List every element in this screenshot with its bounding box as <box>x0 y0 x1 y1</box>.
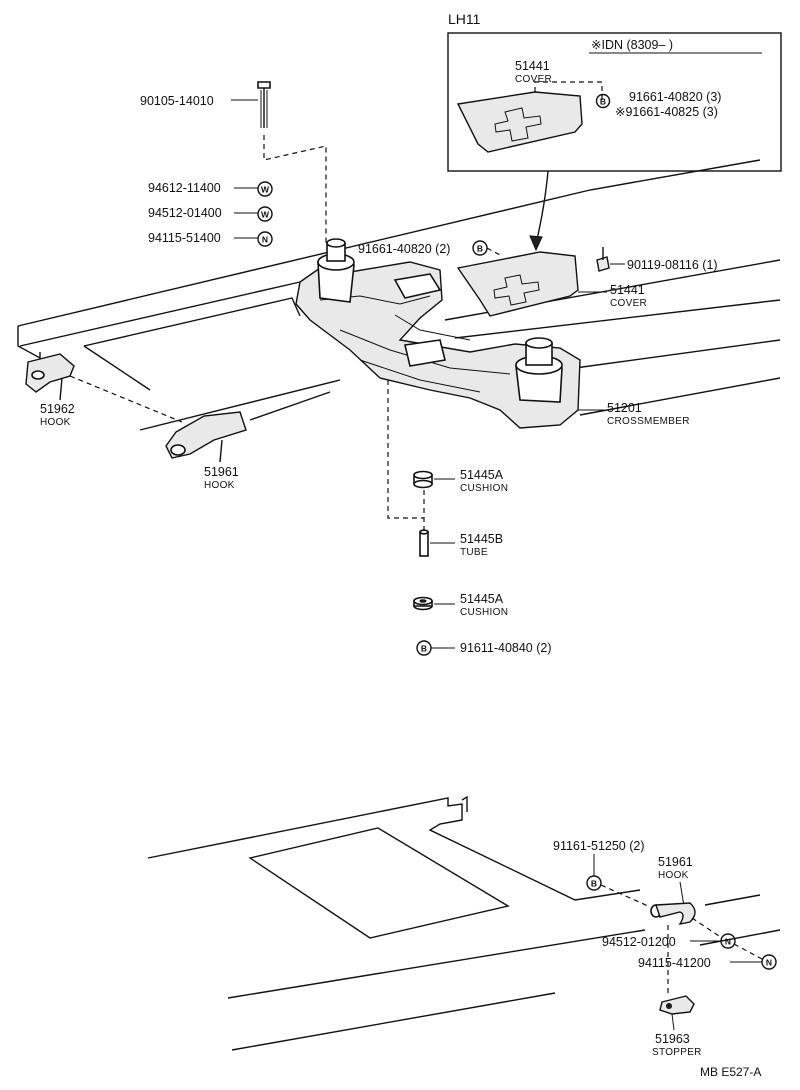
svg-text:N: N <box>262 235 268 245</box>
label-91611: 91611-40840 (2) <box>460 641 552 655</box>
inset-bolt-symbol-circle <box>595 93 611 109</box>
label-94512: 94512-01400 <box>148 206 222 220</box>
washer-94512: W <box>234 206 273 222</box>
bolt-91611-symbol-text: B <box>421 644 427 654</box>
label-51201-part: 51201 <box>607 401 642 415</box>
label-94115-upper: 94115-51400 <box>148 231 221 245</box>
leader-51961-upper <box>219 439 223 463</box>
label-91161: 91161-51250 (2) <box>553 839 645 853</box>
inset-leader-dash <box>534 81 603 100</box>
label-51445a-lower-part: 51445A <box>460 592 504 606</box>
bolt-dash-path <box>263 135 327 246</box>
label-94512-lower: 94512-01200 <box>602 935 676 949</box>
label-94115-lower: 94115-41200 <box>638 956 711 970</box>
lower-body-outline <box>147 795 781 1051</box>
svg-text:W: W <box>261 185 270 195</box>
crossmember-51201 <box>295 238 581 429</box>
footer-code: MB E527-A <box>700 1065 761 1079</box>
inset-cover-cross <box>494 107 542 142</box>
svg-text:W: W <box>261 210 270 220</box>
leader-washer-lower-dash <box>691 917 723 939</box>
label-51445a-upper-part: 51445A <box>460 468 504 482</box>
cover-plate-51441 <box>456 251 579 317</box>
bolt-90119 <box>596 247 610 272</box>
inset-bolt-part-1: 91661-40820 (3) <box>629 90 721 104</box>
label-94612: 94612-11400 <box>148 181 221 195</box>
label-51441-part: 51441 <box>610 283 645 297</box>
label-51961-upper-name: HOOK <box>204 480 235 491</box>
label-51963-part: 51963 <box>655 1032 690 1046</box>
inset-header: ※IDN (8309– ) <box>591 38 673 52</box>
hook-51962 <box>25 353 75 393</box>
leader-91661 <box>486 247 503 257</box>
hook-51961-upper <box>165 411 247 459</box>
label-51962-name: HOOK <box>40 417 71 428</box>
leader-51961-lower <box>679 881 685 907</box>
inset-bolt-symbol: B <box>600 97 606 107</box>
inset-arrow-head <box>529 235 543 252</box>
nut-94115: N <box>234 231 273 247</box>
leader-51963 <box>671 1013 675 1031</box>
bolt-91161-symbol <box>586 875 602 891</box>
inset-panel: LH11 ※IDN (8309– ) 51441 COVER B 91661-4… <box>447 11 782 252</box>
label-51201-name: CROSSMEMBER <box>607 416 690 427</box>
label-90105: 90105-14010 <box>140 94 214 108</box>
inset-cover-name: COVER <box>515 74 552 85</box>
inset-arrow-line <box>535 170 549 245</box>
bolt-91161-symbol-text: B <box>591 879 597 889</box>
label-90119: 90119-08116 (1) <box>627 258 718 272</box>
inset-cover-part: 51441 <box>515 59 550 73</box>
label-51445a-upper-name: CUSHION <box>460 483 508 494</box>
cushion-51445a-lower <box>413 596 433 611</box>
hook-link-dash <box>69 375 183 423</box>
label-51445b-name: TUBE <box>460 547 488 558</box>
inset-cover-plate <box>456 91 583 153</box>
stack-dash-path <box>387 380 424 519</box>
label-91661: 91661-40820 (2) <box>358 242 450 256</box>
label-51445a-lower-name: CUSHION <box>460 607 508 618</box>
leader-nut-lower-dash <box>733 943 763 960</box>
hook-51961-lower <box>650 902 696 925</box>
bolt-90105 <box>257 81 271 128</box>
nut-94512-symbol-text: N <box>725 937 731 947</box>
inset-frame <box>447 32 782 172</box>
bolt-91661-symbol-text: B <box>477 244 483 254</box>
leader-51962 <box>59 377 63 401</box>
label-51961-lower-part: 51961 <box>658 855 693 869</box>
label-51962-part: 51962 <box>40 402 75 416</box>
label-51445b-part: 51445B <box>460 532 503 546</box>
tube-51445b <box>419 529 429 557</box>
nut-94115-lower-symbol-text: N <box>766 958 772 968</box>
label-51441-name: COVER <box>610 298 647 309</box>
label-51961-lower-name: HOOK <box>658 870 689 881</box>
label-51961-upper-part: 51961 <box>204 465 239 479</box>
inset-bolt-part-2: ※91661-40825 (3) <box>615 105 718 119</box>
stopper-51963 <box>659 995 695 1015</box>
washer-94612: W <box>234 181 273 197</box>
inset-title: LH11 <box>448 11 481 27</box>
cover-plate-cross <box>493 274 540 306</box>
label-51963-name: STOPPER <box>652 1047 702 1058</box>
cushion-51445a-upper <box>413 470 433 489</box>
